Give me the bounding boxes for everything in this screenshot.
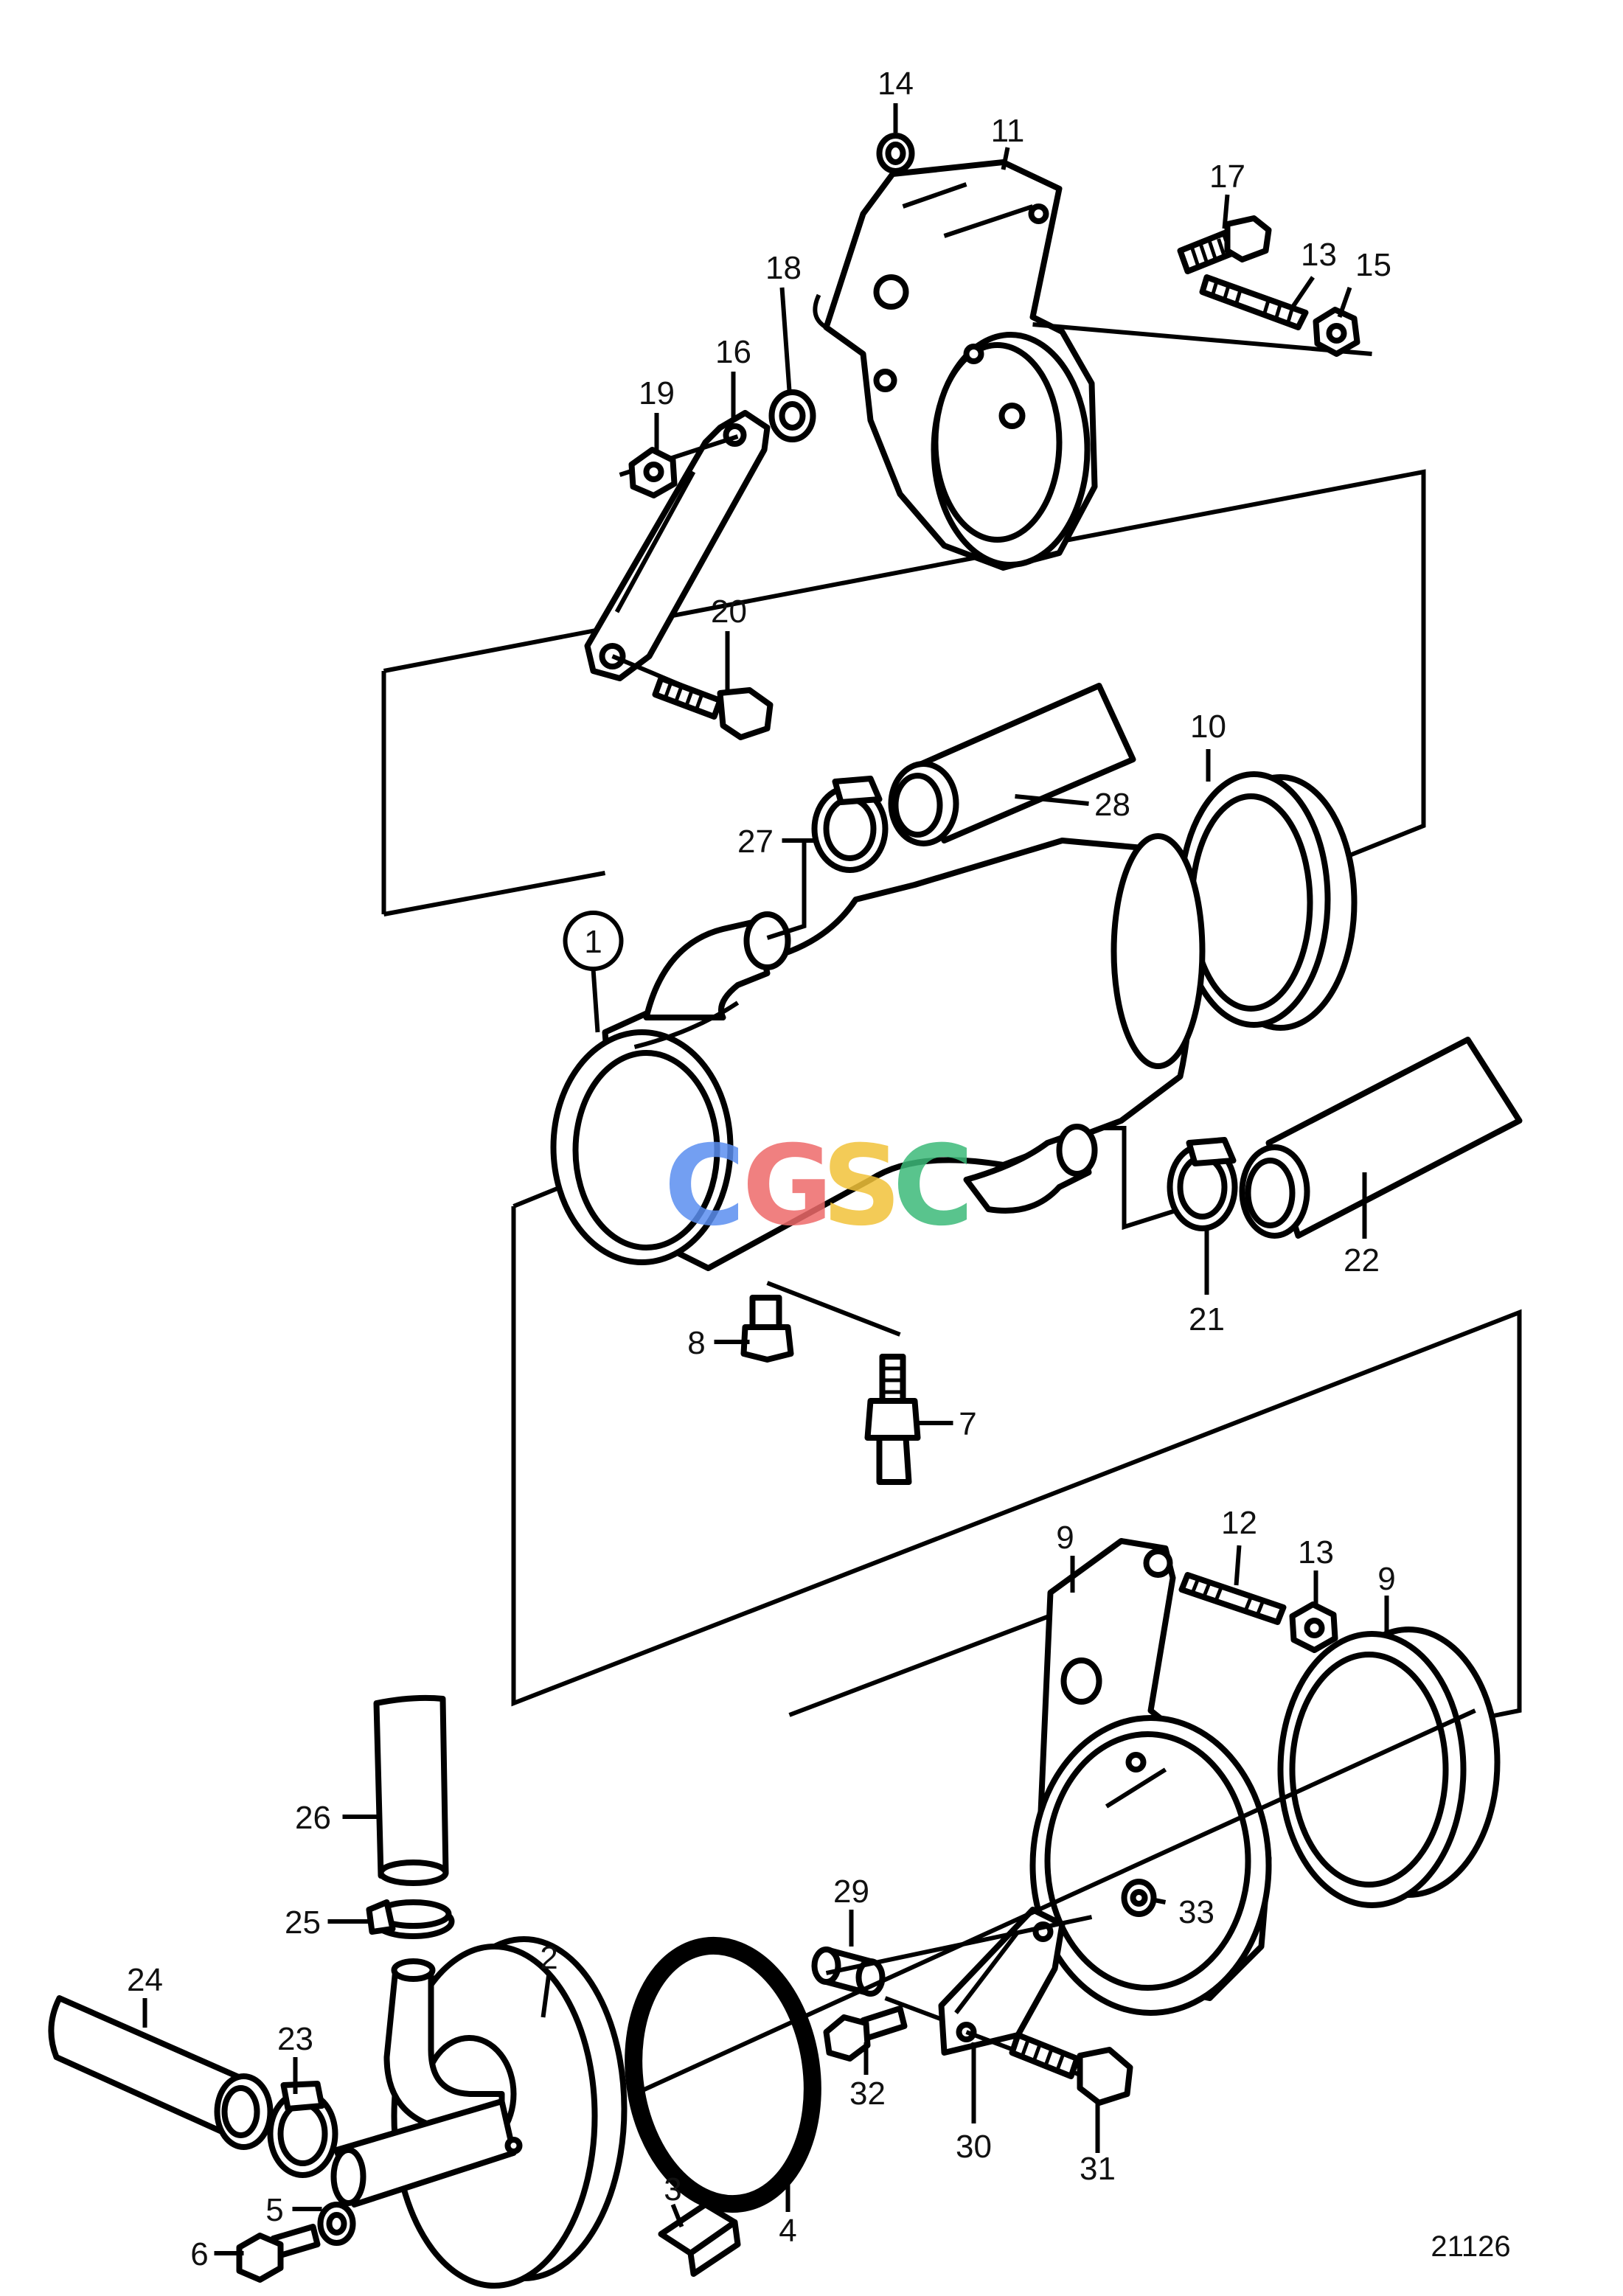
part-20-screw bbox=[611, 654, 774, 740]
part-2-end-cover bbox=[330, 1936, 628, 2289]
part-8-drain-plug bbox=[740, 1281, 901, 1363]
callout-9-bracket: 9 bbox=[1056, 1520, 1074, 1556]
part-13-nut bbox=[1289, 1601, 1338, 1653]
part-26-hose bbox=[373, 1694, 449, 1886]
part-25-hose-clamp bbox=[366, 1899, 455, 1939]
callout-22: 22 bbox=[1344, 1242, 1380, 1279]
part-6-bolt bbox=[236, 2224, 321, 2283]
part-21-hose-clamp bbox=[1167, 1137, 1238, 1231]
callout-23: 23 bbox=[277, 2021, 313, 2057]
part-10-end-cap bbox=[1177, 771, 1358, 1031]
callout-26: 26 bbox=[295, 1800, 331, 1836]
part-27-hose-clamp bbox=[811, 776, 889, 873]
callout-27: 27 bbox=[737, 824, 774, 860]
watermark-letter-s: S bbox=[822, 1122, 902, 1250]
callout-33: 33 bbox=[1178, 1894, 1214, 1930]
part-33-nut bbox=[1121, 1879, 1157, 1917]
part-22-hose bbox=[1239, 1037, 1523, 1239]
callout-19: 19 bbox=[639, 375, 675, 411]
callout-12: 12 bbox=[1221, 1505, 1257, 1541]
callout-labels: 1 2 3 4 5 6 7 8 9 9 10 11 12 13 13 14 15… bbox=[127, 66, 1396, 2272]
part-9-end-cap bbox=[1277, 1627, 1501, 1908]
part-31-screw bbox=[965, 2030, 1133, 2106]
callout-11: 11 bbox=[991, 113, 1025, 149]
callout-30: 30 bbox=[956, 2129, 992, 2165]
callout-8: 8 bbox=[687, 1325, 705, 1361]
callout-4: 4 bbox=[779, 2213, 796, 2249]
callout-24: 24 bbox=[127, 1962, 163, 1998]
part-15-nut bbox=[1313, 307, 1360, 357]
part-11-front-bracket bbox=[813, 159, 1098, 571]
watermark: C G S C bbox=[664, 1122, 974, 1250]
callout-9-cap: 9 bbox=[1377, 1561, 1395, 1597]
part-13-stud bbox=[1199, 274, 1309, 330]
part-12-stud bbox=[1178, 1572, 1287, 1625]
part-7-nipple bbox=[864, 1354, 921, 1485]
callout-13-bottom: 13 bbox=[1298, 1534, 1334, 1570]
part-18-washer bbox=[768, 389, 816, 442]
callout-16: 16 bbox=[715, 334, 751, 370]
part-4-o-ring bbox=[625, 1936, 821, 2213]
part-3-clip bbox=[658, 2202, 741, 2277]
callout-15: 15 bbox=[1355, 247, 1391, 283]
watermark-letter-g: G bbox=[743, 1122, 833, 1250]
part-24-hose bbox=[48, 1995, 274, 2150]
callout-1: 1 bbox=[584, 924, 602, 960]
leader-lines bbox=[142, 103, 1476, 2255]
callout-18: 18 bbox=[765, 250, 802, 286]
drawing-reference-number: 21126 bbox=[1431, 2230, 1510, 2263]
callout-3: 3 bbox=[664, 2171, 681, 2208]
watermark-letter-c2: C bbox=[893, 1122, 974, 1250]
callout-5: 5 bbox=[265, 2192, 283, 2228]
part-5-washer bbox=[317, 2202, 356, 2246]
part-30-bracket bbox=[938, 1907, 1066, 2056]
callout-32: 32 bbox=[849, 2076, 886, 2112]
part-9-rear-bracket bbox=[1029, 1538, 1272, 2016]
part-28-hose bbox=[888, 683, 1136, 846]
callout-2: 2 bbox=[540, 1940, 557, 1976]
part-19-nut bbox=[619, 434, 739, 498]
callout-25: 25 bbox=[285, 1904, 321, 1941]
part-14-washer bbox=[876, 133, 915, 174]
callout-21: 21 bbox=[1189, 1301, 1225, 1337]
callout-17: 17 bbox=[1209, 159, 1245, 195]
callout-7: 7 bbox=[959, 1406, 976, 1442]
part-1-heat-exchanger-housing bbox=[550, 833, 1206, 1271]
part-16-stay bbox=[584, 410, 771, 681]
callout-20: 20 bbox=[711, 594, 747, 630]
part-17-screw bbox=[1032, 215, 1372, 356]
callout-6: 6 bbox=[190, 2236, 208, 2272]
callout-14: 14 bbox=[877, 66, 914, 102]
callout-13-top: 13 bbox=[1301, 237, 1337, 273]
callout-10: 10 bbox=[1190, 709, 1226, 745]
part-23-hose-clamp bbox=[267, 2081, 338, 2178]
callout-31: 31 bbox=[1080, 2151, 1116, 2187]
watermark-letter-c1: C bbox=[664, 1122, 746, 1250]
callout-29: 29 bbox=[833, 1874, 869, 1910]
callout-28: 28 bbox=[1094, 787, 1130, 823]
